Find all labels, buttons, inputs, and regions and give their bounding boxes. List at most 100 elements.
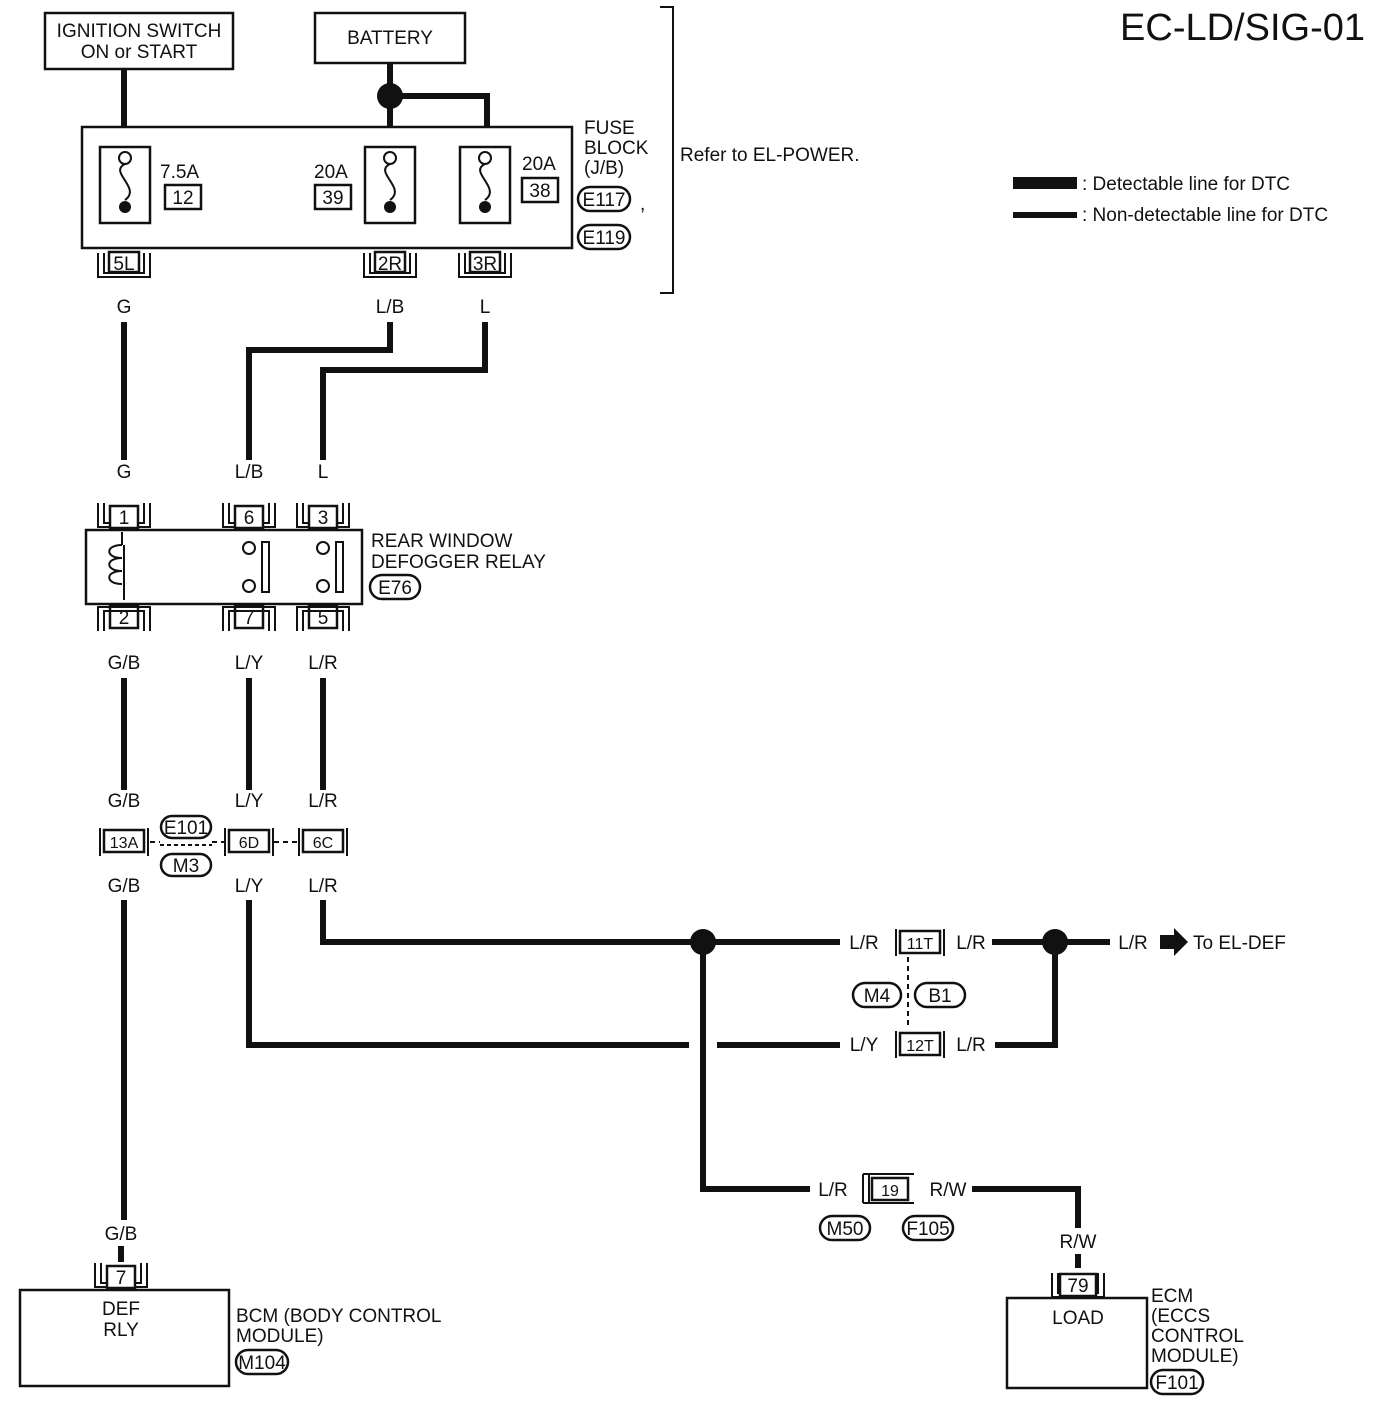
wire-label-LY-2: L/Y (235, 791, 264, 812)
ecm-name-line4: MODULE) (1151, 1346, 1239, 1367)
wire-label-GB-bcm: G/B (105, 1224, 138, 1245)
terminal-3R: 3R (473, 254, 497, 275)
relay-connector: E76 (378, 578, 412, 599)
wire-label-LR-3: L/R (308, 876, 338, 897)
fuse-39-amp: 20A (314, 162, 348, 183)
wire-label-LR-1: L/R (308, 653, 338, 674)
wire-label-GB-3: G/B (108, 876, 141, 897)
connector-11T: 11T (895, 929, 945, 956)
relay-terminal-2: 2 (119, 608, 130, 629)
fuse-38-amp: 20A (522, 154, 556, 175)
relay-name-line1: REAR WINDOW (371, 531, 513, 552)
fuse-block-connector-1: E117 (583, 190, 626, 211)
wire-label-11T-right: L/R (956, 933, 986, 954)
ignition-label-line1: IGNITION SWITCH (57, 21, 222, 42)
joint-terminal-13A: 13A (110, 835, 139, 852)
bcm: 7 DEF RLY (18, 1264, 231, 1388)
fuse-12-number: 12 (172, 188, 193, 209)
connector-5L (97, 250, 151, 278)
wire-label-12T-right: L/R (956, 1035, 986, 1056)
wire-label-LY-3: L/Y (235, 876, 264, 897)
to-el-def-label: To EL-DEF (1193, 933, 1286, 954)
joint-connector-E101: E101 (164, 818, 208, 839)
wire-label-19-left: L/R (818, 1180, 848, 1201)
wire-label-11T-left: L/R (849, 933, 879, 954)
wire-label-19-right: R/W (930, 1180, 967, 1201)
wire-label-LB-2: L/B (235, 462, 264, 483)
ecm-name-line2: (ECCS (1151, 1306, 1210, 1327)
ecm-name-line1: ECM (1151, 1286, 1193, 1307)
legend-detectable-swatch (1013, 177, 1077, 189)
fuse-block-label-3: (J/B) (584, 158, 624, 179)
fuse-block-connector-2: E119 (583, 228, 626, 249)
wire-label-LY-1: L/Y (235, 653, 264, 674)
fuse-38-number: 38 (529, 181, 550, 202)
connector-3R (458, 250, 512, 278)
battery-splice (377, 83, 403, 109)
wire-label-LB-1: L/B (376, 297, 405, 318)
connector-12T: 12T (895, 1031, 945, 1058)
fuse-block-label-1: FUSE (584, 118, 635, 139)
legend: : Detectable line for DTC : Non-detectab… (1013, 174, 1328, 226)
bcm-connector: M104 (238, 1353, 286, 1374)
joint-connector: 13A 6D 6C E101 M3 (99, 814, 348, 878)
terminal-2R: 2R (378, 254, 402, 275)
connector-19: 19 (862, 1173, 914, 1204)
legend-non-detectable-swatch (1013, 212, 1077, 218)
fuse-block-label-2: BLOCK (584, 138, 649, 159)
refer-text: Refer to EL-POWER. (680, 145, 860, 166)
bcm-text-2: RLY (103, 1320, 139, 1341)
legend-non-detectable-label: : Non-detectable line for DTC (1082, 205, 1328, 226)
terminal-5L: 5L (113, 254, 134, 275)
relay-terminal-5: 5 (318, 608, 329, 629)
ignition-label-line2: ON or START (81, 42, 198, 63)
terminal-19: 19 (881, 1183, 899, 1200)
splice-left (690, 929, 716, 955)
diagram-title: EC-LD/SIG-01 (1120, 7, 1365, 49)
connector-F105: F105 (906, 1219, 949, 1240)
relay-terminal-7: 7 (244, 608, 255, 629)
fuse-12-amp: 7.5A (160, 162, 199, 183)
wire-label-out: L/R (1118, 933, 1148, 954)
ignition-switch: IGNITION SWITCH ON or START (43, 11, 235, 71)
bcm-text-1: DEF (102, 1299, 140, 1320)
wire-label-12T-left: L/Y (850, 1035, 879, 1056)
connector-M50: M50 (827, 1219, 864, 1240)
battery-label: BATTERY (347, 28, 433, 49)
joint-connector-M3: M3 (173, 856, 199, 877)
connector-B1: B1 (928, 986, 951, 1007)
wire-label-L-1: L (480, 297, 491, 318)
terminal-12T: 12T (906, 1038, 934, 1055)
bcm-name-line1: BCM (BODY CONTROL (236, 1306, 442, 1327)
fuse-39-number: 39 (322, 188, 343, 209)
bcm-name-line2: MODULE) (236, 1326, 324, 1347)
legend-detectable-label: : Detectable line for DTC (1082, 174, 1290, 195)
connector-M4: M4 (864, 986, 891, 1007)
ecm-terminal-79: 79 (1067, 1276, 1088, 1297)
power-bracket (660, 6, 674, 294)
relay-name-line2: DEFOGGER RELAY (371, 552, 546, 573)
wire-label-LR-2: L/R (308, 791, 338, 812)
wire-label-GB-1: G/B (108, 653, 141, 674)
terminal-11T: 11T (907, 936, 934, 953)
relay-terminal-1: 1 (119, 508, 130, 529)
wire-label-G-1: G (117, 297, 132, 318)
joint-terminal-6D: 6D (239, 835, 259, 852)
joint-terminal-6C: 6C (313, 835, 333, 852)
ecm-load-text: LOAD (1052, 1308, 1104, 1329)
wire-label-RW-ecm: R/W (1060, 1232, 1097, 1253)
connector-2R (363, 250, 417, 278)
wire-label-GB-2: G/B (108, 791, 141, 812)
fuse-block: 7.5A 12 20A 39 20A 38 FUSE BLOCK (J/B) E… (80, 118, 649, 251)
battery: BATTERY (313, 11, 467, 65)
wire-label-L-2: L (318, 462, 329, 483)
arrow-icon (1160, 928, 1188, 956)
wire-label-G-2: G (117, 462, 132, 483)
bcm-terminal-7: 7 (116, 1268, 127, 1289)
ecm-connector: F101 (1155, 1373, 1198, 1394)
relay-terminal-6: 6 (244, 508, 255, 529)
ecm: 79 LOAD (1005, 1272, 1149, 1390)
relay-terminal-3: 3 (318, 508, 329, 529)
ecm-name-line3: CONTROL (1151, 1326, 1244, 1347)
